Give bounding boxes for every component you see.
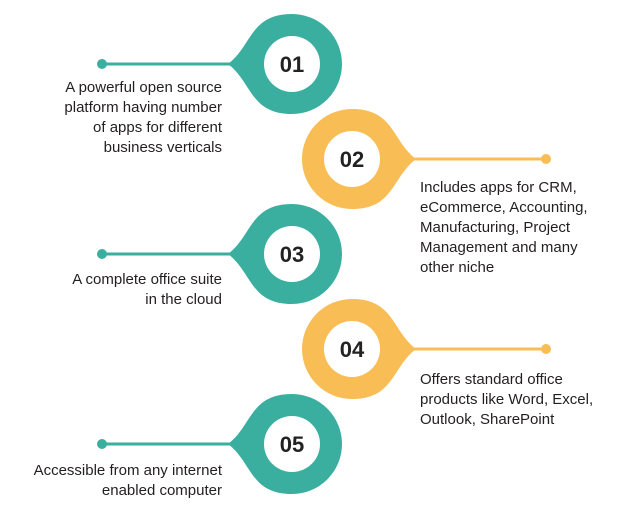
step-05-badge [264, 416, 320, 472]
step-02-line: Manufacturing, Project [420, 219, 571, 236]
step-02-marker: 02 [301, 108, 551, 209]
step-01-connector-dot [97, 59, 107, 69]
step-04-connector-dot [541, 344, 551, 354]
step-04-number: 04 [340, 337, 365, 362]
step-01-badge [264, 36, 320, 92]
step-02-description: Includes apps for CRM, eCommerce, Accoun… [420, 178, 588, 278]
step-02-line: other niche [420, 259, 495, 276]
step-05-number: 05 [280, 432, 304, 457]
step-01-description: A powerful open source platform having n… [64, 78, 222, 158]
step-02-connector-dot [541, 154, 551, 164]
step-04-description: Offers standard office products like Wor… [420, 370, 593, 430]
step-04-line: Outlook, SharePoint [420, 411, 555, 428]
step-04-badge [324, 321, 380, 377]
step-03-line: in the cloud [145, 291, 222, 308]
step-02-line: Includes apps for CRM, [420, 179, 577, 196]
step-02-line: Management and many [420, 239, 578, 256]
step-03-line: A complete office suite [72, 271, 222, 288]
step-05-marker: 05 [97, 394, 342, 494]
step-01-line: business verticals [103, 139, 222, 156]
step-01-marker: 01 [97, 14, 342, 114]
step-04-marker: 04 [302, 299, 551, 399]
step-05-line: enabled computer [101, 482, 222, 499]
step-05-description: Accessible from any internet enabled com… [34, 461, 222, 501]
step-02-number: 02 [340, 147, 364, 172]
step-01-line: platform having number [64, 99, 222, 116]
step-01-line: A powerful open source [65, 79, 222, 96]
step-03-number: 03 [280, 242, 304, 267]
step-02-badge [324, 131, 380, 187]
step-03-badge [264, 226, 320, 282]
step-01-number: 01 [280, 52, 304, 77]
step-03-description: A complete office suite in the cloud [72, 270, 222, 310]
step-04-line: Offers standard office [420, 371, 563, 388]
step-05-line: Accessible from any internet [33, 462, 222, 479]
step-03-connector-dot [97, 249, 107, 259]
step-05-connector-dot [97, 439, 107, 449]
step-02-line: eCommerce, Accounting, [420, 199, 588, 216]
step-01-line: of apps for different [93, 119, 222, 136]
step-03-marker: 03 [97, 204, 342, 304]
step-04-line: products like Word, Excel, [420, 391, 594, 408]
